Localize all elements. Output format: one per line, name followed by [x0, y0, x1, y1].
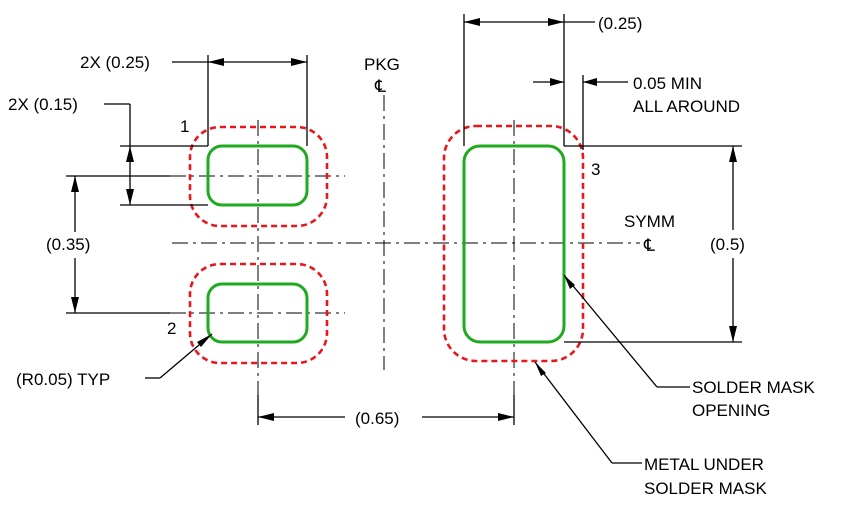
- corner-radius-label: (R0.05) TYP: [16, 370, 110, 389]
- solder-mask-opening-label-line2: OPENING: [692, 401, 770, 420]
- solder-mask-opening-label-line1: SOLDER MASK: [692, 378, 815, 397]
- vertical-pitch-dimension: (0.35): [46, 175, 170, 314]
- pad2-outline: [206, 282, 309, 344]
- pad-width-dimension: 2X (0.25): [80, 53, 308, 146]
- metal-under-mask-leader: METAL UNDER SOLDER MASK: [534, 361, 767, 498]
- pad3-solder-mask-outline: [442, 124, 585, 363]
- big-pad-height-label: (0.5): [710, 235, 745, 254]
- metal-under-mask-label-line2: SOLDER MASK: [644, 479, 767, 498]
- pin2-label: 2: [167, 319, 176, 338]
- pin3-label: 3: [591, 160, 600, 179]
- big-pad-width-label: (0.25): [598, 14, 642, 33]
- metal-under-mask-label-line1: METAL UNDER: [644, 455, 764, 474]
- pad2-solder-mask-outline: [188, 262, 329, 365]
- solder-mask-opening-leader: SOLDER MASK OPENING: [563, 274, 815, 420]
- min-clearance-label-line2: ALL AROUND: [633, 97, 740, 116]
- pad-height-dimension: 2X (0.15): [8, 95, 208, 206]
- pad1-outline: [206, 144, 309, 207]
- min-clearance-label-line1: 0.05 MIN: [633, 74, 702, 93]
- pad-width-label: 2X (0.25): [80, 53, 150, 72]
- corner-radius-leader: (R0.05) TYP: [16, 333, 213, 389]
- pad3-outline: [462, 144, 566, 344]
- big-pad-width-dimension: (0.25): [463, 14, 642, 146]
- horizontal-pitch-dimension: (0.65): [257, 395, 515, 428]
- horizontal-pitch-label: (0.65): [355, 409, 399, 428]
- pad-height-label: 2X (0.15): [8, 95, 78, 114]
- pkg-centerline-icon: ℄: [374, 77, 386, 96]
- big-pad-height-dimension: (0.5): [564, 145, 745, 343]
- pin1-label: 1: [180, 117, 189, 136]
- symm-label: SYMM: [624, 212, 675, 231]
- min-clearance-dimension: 0.05 MIN ALL AROUND: [533, 74, 740, 150]
- pad1-solder-mask-outline: [188, 125, 329, 228]
- vertical-pitch-label: (0.35): [46, 235, 90, 254]
- pkg-label: PKG: [364, 55, 400, 74]
- symm-centerline-icon: ℄: [643, 236, 655, 255]
